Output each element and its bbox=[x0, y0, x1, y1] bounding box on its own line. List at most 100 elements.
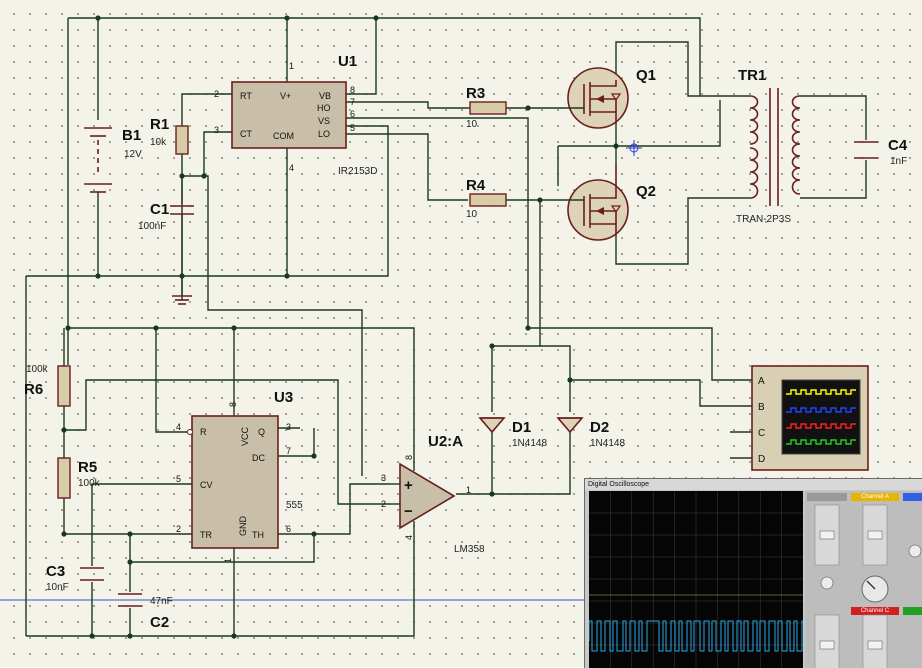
scope-trace-3 bbox=[786, 439, 856, 445]
tr1-part: TRAN-2P3S bbox=[736, 214, 791, 225]
resistor-r1[interactable]: R1 10k bbox=[150, 116, 189, 155]
ic-u3[interactable]: U3 555 R VCC Q DC CV TR GND TH 4 8 3 7 5… bbox=[176, 389, 303, 563]
r1-value: 10k bbox=[150, 137, 167, 148]
u2a-ref: U2:A bbox=[428, 433, 463, 450]
u3-pin-cv: CV bbox=[200, 480, 213, 490]
scope-trace-2 bbox=[786, 423, 856, 429]
capacitor-c3[interactable]: C3 10nF bbox=[46, 563, 104, 593]
oscilloscope-screen bbox=[588, 491, 803, 668]
r1-ref: R1 bbox=[150, 116, 169, 133]
u1-part: IR2153D bbox=[338, 166, 377, 177]
u1-pin-vb: VB bbox=[319, 91, 331, 101]
trigger-knob[interactable] bbox=[820, 576, 834, 590]
u3-pinnum-6: 6 bbox=[286, 524, 291, 534]
tr1-ref: TR1 bbox=[738, 67, 766, 84]
u3-pinnum-1: 1 bbox=[223, 558, 233, 563]
scope-ch-c: C bbox=[758, 428, 765, 439]
diode-d1[interactable]: D1 1N4148 bbox=[478, 417, 547, 449]
r4-value: 10 bbox=[466, 209, 478, 220]
capacitor-c4[interactable]: C4 1nF bbox=[854, 137, 908, 167]
u2a-pinnum-8: 8 bbox=[404, 455, 414, 460]
slider-handle[interactable] bbox=[867, 640, 883, 650]
scope-ch-a: A bbox=[758, 376, 765, 387]
oscilloscope-trace bbox=[588, 620, 803, 652]
u3-pinnum-3: 3 bbox=[286, 422, 291, 432]
opamp-u2a[interactable]: U2:A LM358 + − 3 2 1 8 4 bbox=[381, 433, 485, 555]
channel-d-header bbox=[903, 607, 922, 615]
slider-handle[interactable] bbox=[867, 530, 883, 540]
battery-b1[interactable]: B1 12V bbox=[84, 127, 142, 193]
u1-pin-lo: LO bbox=[318, 129, 330, 139]
u1-pin-ho: HO bbox=[317, 103, 331, 113]
channel-b-header bbox=[903, 493, 922, 501]
channel-a-header: Channel A bbox=[851, 493, 899, 501]
u1-pinnum-6: 6 bbox=[350, 109, 355, 119]
resistor-r4[interactable]: R4 10 bbox=[466, 177, 507, 220]
u3-ref: U3 bbox=[274, 389, 293, 406]
r5-ref: R5 bbox=[78, 459, 97, 476]
c4-ref: C4 bbox=[888, 137, 908, 154]
b1-ref: B1 bbox=[122, 127, 141, 144]
resistor-r6[interactable]: 100k R6 bbox=[24, 364, 71, 407]
r6-ref: R6 bbox=[24, 381, 43, 398]
probe-crosshair-icon[interactable] bbox=[626, 140, 642, 156]
transformer-tr1[interactable]: TR1 TRAN-2P3S bbox=[736, 67, 801, 225]
digital-oscilloscope-window[interactable]: Digital Oscilloscope Channel A Channel C bbox=[584, 478, 922, 668]
u3-pinnum-4: 4 bbox=[176, 422, 181, 432]
u1-pinnum-3: 3 bbox=[214, 125, 219, 135]
ground-symbol bbox=[172, 276, 192, 305]
q1-ref: Q1 bbox=[636, 67, 656, 84]
resistor-r5[interactable]: R5 100k bbox=[57, 457, 101, 499]
b1-value: 12V bbox=[124, 149, 142, 160]
u1-pinnum-7: 7 bbox=[350, 97, 355, 107]
c4-value: 1nF bbox=[890, 156, 907, 167]
c2-value: 47nF bbox=[150, 596, 173, 607]
u3-pinnum-8: 8 bbox=[228, 402, 238, 407]
u1-pinnum-4: 4 bbox=[289, 163, 294, 173]
u1-pin-com: COM bbox=[273, 131, 294, 141]
ic-u1[interactable]: U1 IR2153D RT CT V+ COM VB HO VS LO 1 2 … bbox=[214, 53, 377, 177]
channel-c-header: Channel C bbox=[851, 607, 899, 615]
u3-pin-r: R bbox=[200, 427, 207, 437]
c3-value: 10nF bbox=[46, 582, 69, 593]
c1-value: 100nF bbox=[138, 221, 166, 232]
r5-value: 100k bbox=[78, 478, 101, 489]
u3-pin-vcc: VCC bbox=[240, 426, 250, 446]
slider-handle[interactable] bbox=[819, 530, 835, 540]
scope-ch-b: B bbox=[758, 402, 765, 413]
r4-ref: R4 bbox=[466, 177, 486, 194]
capacitor-c1[interactable]: C1 100nF bbox=[138, 201, 194, 276]
resistor-r3[interactable]: R3 10 bbox=[466, 85, 507, 130]
capacitor-c2[interactable]: 47nF C2 bbox=[118, 593, 173, 631]
u3-pin-dc: DC bbox=[252, 453, 265, 463]
u2a-plus: + bbox=[404, 477, 413, 494]
u1-pin-ct: CT bbox=[240, 129, 252, 139]
mosfet-q1[interactable]: Q1 bbox=[566, 67, 656, 129]
u2a-pinnum-3: 3 bbox=[381, 473, 386, 483]
u1-pinnum-5: 5 bbox=[350, 123, 355, 133]
u3-pinnum-2: 2 bbox=[176, 524, 181, 534]
r6-value: 100k bbox=[26, 364, 49, 375]
oscilloscope-control-panel[interactable]: Channel A Channel C bbox=[805, 491, 922, 668]
trigger-header bbox=[807, 493, 847, 501]
u3-pin-th: TH bbox=[252, 530, 264, 540]
u2a-pinnum-4: 4 bbox=[404, 535, 414, 540]
u1-pin-vplus: V+ bbox=[280, 91, 291, 101]
slider-handle[interactable] bbox=[819, 640, 835, 650]
u3-part: 555 bbox=[286, 500, 303, 511]
control-knobs[interactable] bbox=[805, 491, 922, 668]
u1-pin-rt: RT bbox=[240, 91, 252, 101]
wires bbox=[25, 17, 867, 637]
oscilloscope-title: Digital Oscilloscope bbox=[585, 479, 922, 490]
u3-pinnum-7: 7 bbox=[286, 446, 291, 456]
mosfet-q2[interactable]: Q2 bbox=[566, 164, 656, 241]
c1-ref: C1 bbox=[150, 201, 169, 218]
scope-traces bbox=[786, 389, 856, 445]
oscilloscope-symbol[interactable]: A B C D bbox=[751, 365, 869, 471]
channel-b-knob[interactable] bbox=[908, 544, 922, 558]
knob-pointer bbox=[866, 580, 876, 590]
q2-ref: Q2 bbox=[636, 183, 656, 200]
diode-d2[interactable]: D2 1N4148 bbox=[556, 417, 625, 449]
